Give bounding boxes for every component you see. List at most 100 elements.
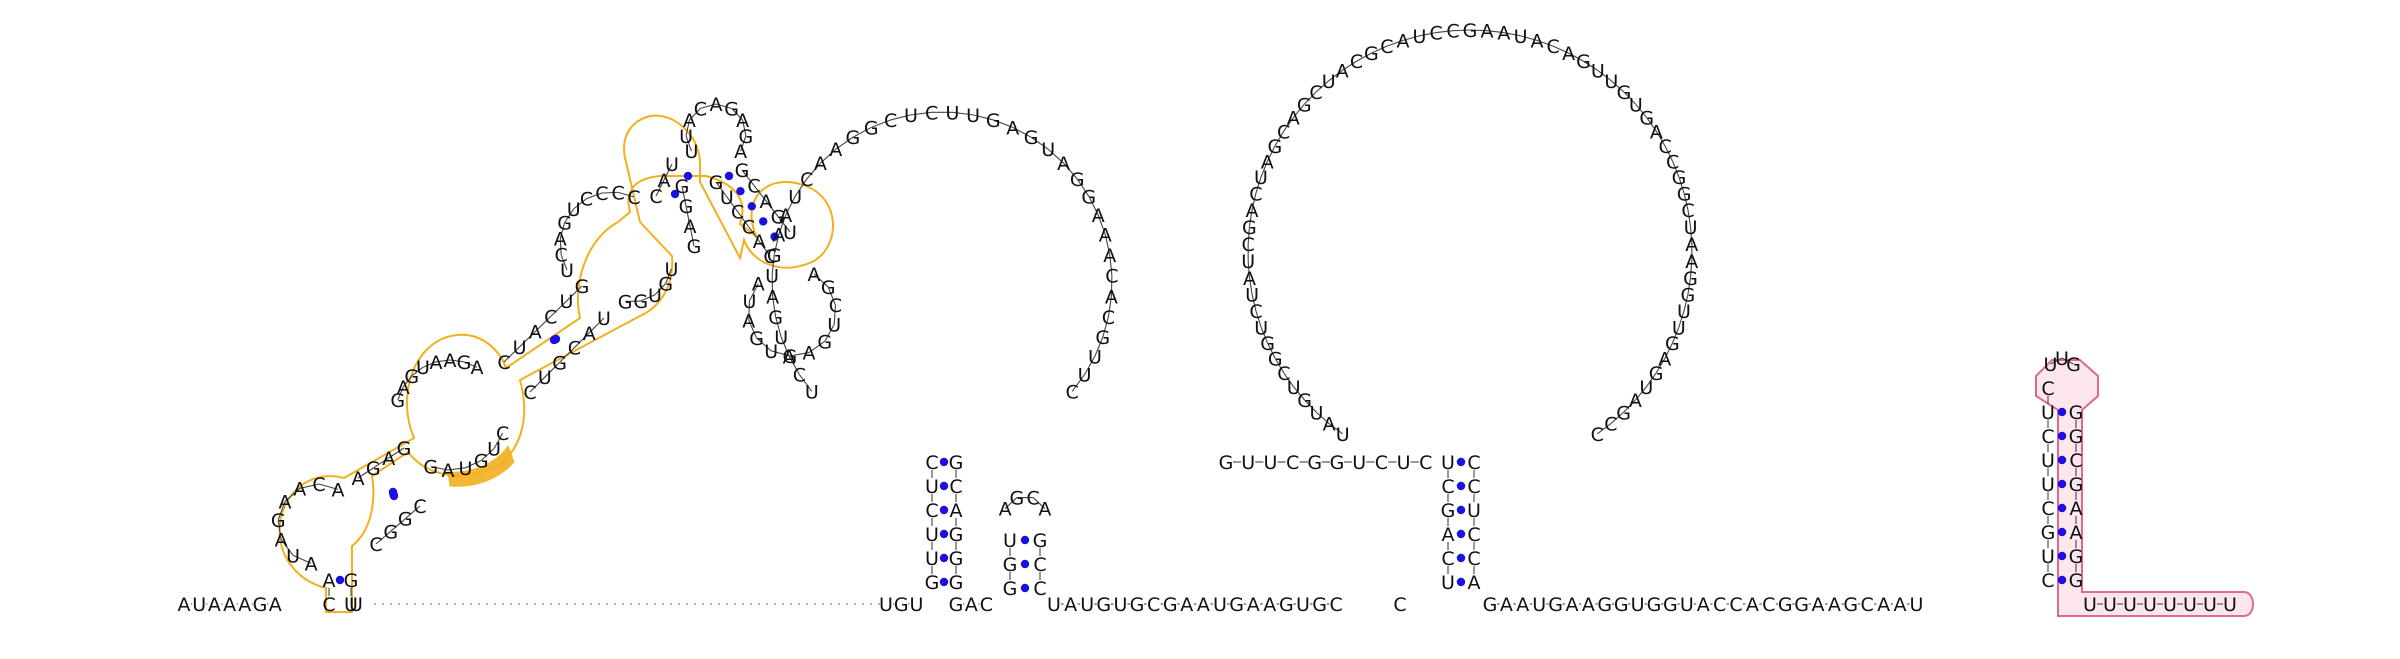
- nucleotide-A: A: [710, 94, 723, 116]
- backbone-link: [1004, 497, 1018, 510]
- nucleotide-U: U: [1088, 346, 1102, 368]
- nucleotide-U: U: [1909, 594, 1923, 616]
- backbone-link: [1260, 327, 1269, 344]
- nucleotide-A: A: [529, 322, 542, 344]
- backbone-link: [753, 185, 767, 202]
- backbone-link: [777, 216, 791, 233]
- nucleotide-G: G: [709, 172, 724, 194]
- nucleotide-U: U: [1532, 594, 1546, 616]
- nucleotide-A: A: [382, 448, 395, 470]
- base-pair-dot: [939, 529, 949, 539]
- nucleotide-G: G: [771, 207, 786, 229]
- nucleotide-A: A: [684, 216, 697, 238]
- backbone-link: [1386, 39, 1404, 47]
- nucleotide-A: A: [1877, 594, 1890, 616]
- base-pair-dot: [2057, 503, 2067, 513]
- backbone-link: [1683, 193, 1689, 211]
- nucleotide-C: C: [742, 216, 755, 238]
- nucleotide-G: G: [846, 127, 861, 149]
- backbone-link: [402, 375, 413, 388]
- nucleotide-U: U: [192, 594, 206, 616]
- nucleotide-G: G: [1663, 594, 1678, 616]
- backbone-link: [503, 346, 520, 363]
- base-pair-dot: [939, 553, 949, 563]
- nucleotide-U: U: [966, 105, 980, 127]
- backbone-link: [493, 432, 504, 449]
- nucleotide-C: C: [1375, 452, 1388, 474]
- backbone-link: [1610, 80, 1625, 93]
- nucleotide-C: C: [1429, 23, 1442, 45]
- backbone-link: [1030, 136, 1049, 150]
- backbone-link: [1690, 226, 1693, 244]
- nucleotide-C: C: [595, 183, 608, 205]
- backbone-link: [1255, 177, 1262, 194]
- backbone-link: [560, 254, 568, 271]
- nucleotide-U: U: [538, 367, 552, 389]
- nucleotide-G: G: [1597, 594, 1612, 616]
- backbone-link: [559, 222, 566, 239]
- backbone-link: [375, 530, 392, 545]
- nucleotide-U: U: [1336, 424, 1350, 446]
- backbone-link: [1251, 193, 1257, 211]
- nucleotide-G: G: [1033, 530, 1048, 552]
- backbone-link: [827, 286, 836, 306]
- backbone-link: [1655, 131, 1666, 147]
- nucleotide-U: U: [2044, 354, 2058, 376]
- backbone-link: [685, 120, 690, 137]
- nucleotide-G: G: [423, 457, 438, 479]
- nucleotide-A: A: [1658, 348, 1671, 370]
- nucleotide-U: U: [805, 381, 819, 403]
- backbone-link: [1371, 45, 1388, 54]
- backbone-link: [890, 114, 912, 121]
- nucleotide-U: U: [788, 186, 802, 208]
- nucleotide-U: U: [1412, 26, 1426, 48]
- nucleotide-G: G: [1617, 82, 1632, 104]
- nucleotide-C: C: [1467, 524, 1480, 546]
- backbone-link: [833, 305, 836, 325]
- nucleotide-C: C: [793, 365, 806, 387]
- base-pair-dot: [1020, 583, 1030, 593]
- nucleotide-U: U: [764, 341, 778, 363]
- nucleotide-U: U: [2055, 348, 2069, 370]
- backbone-link: [1274, 358, 1285, 374]
- base-pair-dot: [670, 189, 680, 199]
- nucleotide-A: A: [1566, 594, 1579, 616]
- nucleotide-U: U: [1677, 301, 1691, 323]
- backbone-link: [1635, 104, 1648, 118]
- base-pair-dot: [1456, 457, 1466, 467]
- nucleotide-U: U: [679, 126, 693, 148]
- nucleotide-U: U: [1639, 377, 1653, 399]
- backbone-link: [1610, 411, 1624, 424]
- base-pair-dot: [736, 187, 745, 196]
- backbone-link: [1076, 178, 1090, 197]
- nucleotide-G: G: [949, 572, 964, 594]
- backbone-link: [299, 483, 320, 489]
- backbone-link: [640, 294, 656, 302]
- nucleotide-A: A: [1197, 594, 1210, 616]
- base-pair-layer: [335, 171, 2067, 593]
- nucleotide-C: C: [580, 189, 593, 211]
- base-pair-dot: [2057, 431, 2067, 441]
- nucleotide-C: C: [649, 186, 662, 208]
- nucleotide-A: A: [430, 352, 443, 374]
- nucleotide-A: A: [1287, 108, 1300, 130]
- nucleotide-U: U: [925, 524, 939, 546]
- nucleotide-C: C: [980, 594, 993, 616]
- nucleotide-U: U: [458, 458, 472, 480]
- nucleotide-G: G: [1081, 186, 1096, 208]
- nucleotide-A: A: [1243, 268, 1256, 290]
- nucleotide-G: G: [398, 509, 413, 531]
- backbone-link: [1251, 294, 1257, 312]
- backbone-link: [1687, 209, 1692, 227]
- nucleotide-A: A: [323, 570, 336, 592]
- nucleotide-U: U: [2163, 594, 2177, 616]
- nucleotide-G: G: [1794, 594, 1809, 616]
- nucleotide-G: G: [1364, 43, 1379, 65]
- base-pair-dot: [1456, 505, 1466, 515]
- nucleotide-U: U: [1296, 594, 1310, 616]
- nucleotide-C: C: [1277, 122, 1290, 144]
- nucleotide-G: G: [1297, 94, 1312, 116]
- base-pair-dot: [2057, 551, 2067, 561]
- nucleotide-G: G: [1843, 594, 1858, 616]
